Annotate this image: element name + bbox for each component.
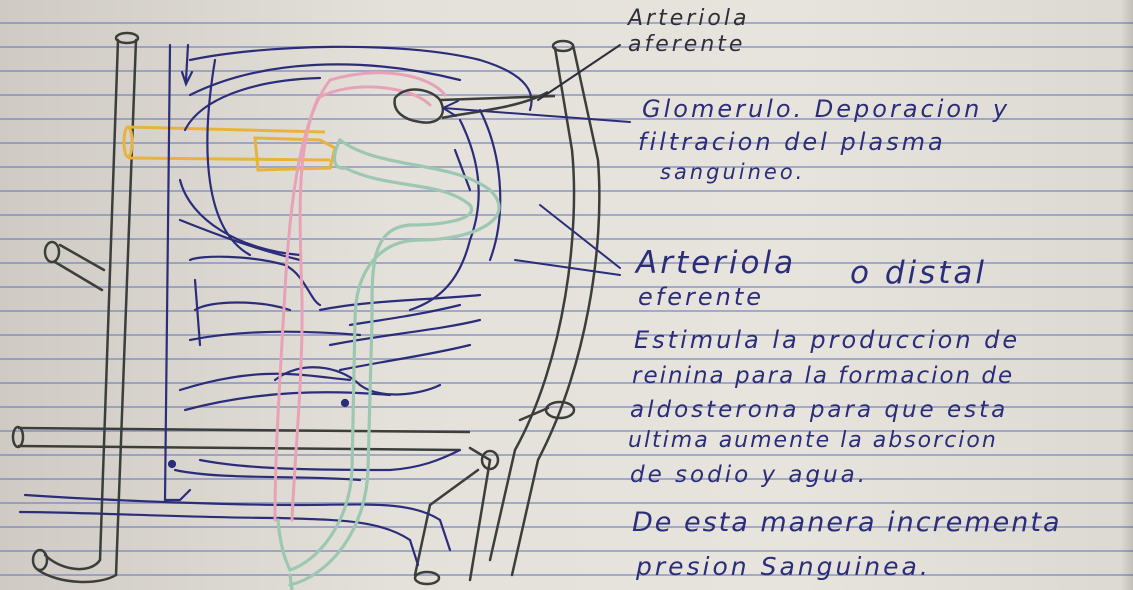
pointer-lines (443, 101, 630, 275)
description-line4: ultima aumente la absorcion (628, 428, 998, 453)
distal-tubule-green (278, 140, 499, 590)
glomerulus-note-line1: Glomerulo. Deporacion y (642, 95, 1010, 123)
description-line2: reinina para la formacion de (632, 363, 1014, 389)
efferent-label-line1: Arteriola (636, 245, 796, 281)
description-line6: De esta manera incrementa (632, 507, 1062, 538)
description-line3: aldosterona para que esta (630, 397, 1008, 423)
description-line1: Estimula la produccion de (634, 326, 1020, 354)
afferent-label-line2: aferente (628, 32, 745, 57)
vessel-bottom-horizontal (13, 427, 470, 450)
description-line5: de sodio y agua. (630, 462, 868, 488)
afferent-pointer (538, 45, 620, 100)
description-line7: presion Sanguinea. (636, 552, 931, 581)
efferent-label-alt: o distal (850, 255, 987, 291)
glomerulus-note-line2: filtracion del plasma (638, 128, 946, 156)
afferent-label-line1: Arteriola (628, 6, 749, 31)
vessel-right-trunk (415, 41, 599, 584)
glomerulus-note-line3: sanguineo. (660, 160, 805, 184)
efferent-label-line2: eferente (638, 283, 764, 311)
